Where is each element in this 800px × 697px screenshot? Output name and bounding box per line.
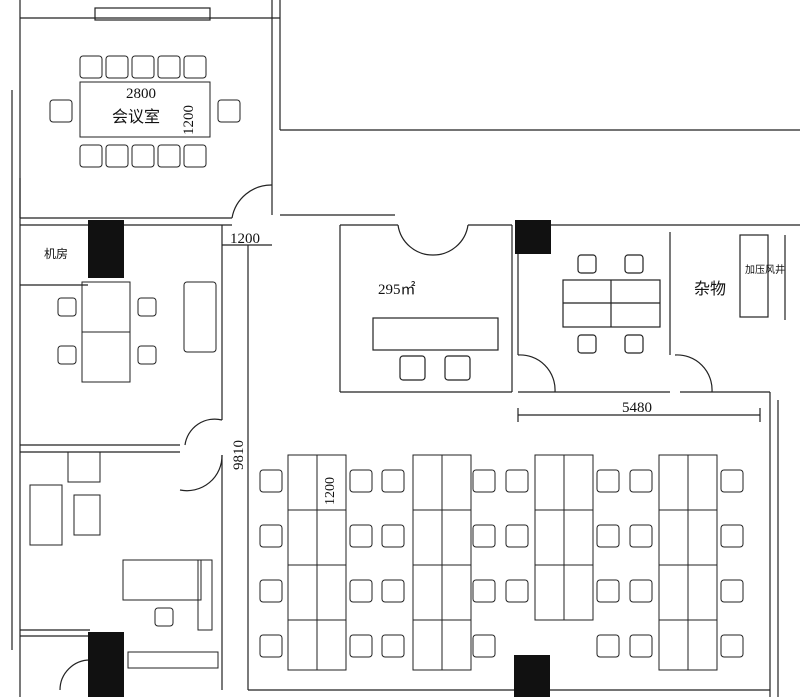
chair bbox=[157, 144, 181, 168]
chair bbox=[444, 355, 471, 381]
door-swing bbox=[432, 224, 469, 256]
column bbox=[514, 655, 550, 697]
sofa bbox=[29, 484, 63, 546]
chair bbox=[399, 355, 426, 381]
air-shaft-label: 加压风井 bbox=[745, 263, 785, 276]
office-length-dim: 9810 bbox=[231, 440, 247, 470]
door-swing bbox=[674, 354, 713, 393]
chair bbox=[49, 99, 73, 123]
chair bbox=[624, 254, 644, 274]
column bbox=[88, 220, 124, 278]
cabinet bbox=[183, 281, 217, 353]
column bbox=[515, 220, 551, 254]
chair bbox=[137, 345, 157, 365]
cabinet bbox=[127, 651, 219, 669]
meeting-room-label: 会议室 bbox=[112, 107, 160, 126]
reception-desk bbox=[372, 317, 499, 351]
meeting-depth-dim: 1200 bbox=[181, 105, 197, 135]
armchair bbox=[67, 451, 101, 483]
chair bbox=[105, 144, 129, 168]
chair bbox=[154, 607, 174, 627]
chair bbox=[183, 55, 207, 79]
door-swing bbox=[179, 454, 223, 492]
chair bbox=[131, 144, 155, 168]
conference-table bbox=[79, 81, 211, 138]
chair bbox=[131, 55, 155, 79]
desk-depth-dim: 1200 bbox=[323, 477, 338, 505]
coffee-table bbox=[73, 494, 101, 536]
desk-return bbox=[197, 559, 213, 631]
door-swing bbox=[397, 224, 434, 256]
open-office-area: 295㎡ bbox=[378, 281, 416, 298]
door-swing bbox=[517, 354, 556, 393]
chair bbox=[105, 55, 129, 79]
door-swing bbox=[59, 659, 91, 691]
chair bbox=[217, 99, 241, 123]
chair bbox=[157, 55, 181, 79]
door-swing bbox=[231, 184, 273, 219]
chair bbox=[57, 297, 77, 317]
server-room-label: 机房 bbox=[44, 246, 68, 261]
executive-desk bbox=[122, 559, 202, 601]
chair bbox=[577, 334, 597, 354]
column bbox=[88, 632, 124, 697]
chair bbox=[624, 334, 644, 354]
chair bbox=[577, 254, 597, 274]
span-dim: 5480 bbox=[622, 400, 652, 416]
chair bbox=[137, 297, 157, 317]
door-swing bbox=[184, 418, 223, 446]
desk-rows bbox=[288, 509, 717, 621]
storage-label: 杂物 bbox=[694, 279, 726, 298]
workstation-chairs bbox=[259, 469, 744, 658]
meeting-width-dim: 2800 bbox=[126, 86, 156, 102]
chair bbox=[57, 345, 77, 365]
window bbox=[94, 7, 211, 21]
corridor-width-dim: 1200 bbox=[230, 231, 260, 247]
chair bbox=[79, 144, 103, 168]
pressurized-air-shaft bbox=[739, 234, 769, 318]
chair bbox=[79, 55, 103, 79]
chair bbox=[183, 144, 207, 168]
